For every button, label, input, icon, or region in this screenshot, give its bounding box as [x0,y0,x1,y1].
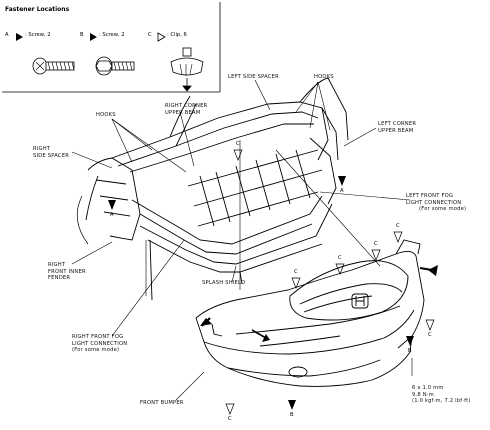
marker-label-c-5: C [396,223,400,229]
marker-label-b-bottom: B [290,412,294,418]
legend-key-b: B [80,32,84,38]
label-splash-shield: SPLASH SHIELD [202,280,246,286]
legend-arrow-c-icon [157,32,166,42]
splash-shield-shape [139,203,333,301]
legend-desc-a: : Screw, 2 [25,32,51,38]
label-torque-spec: 6 x 1.0 mm 9.8 N·m (1.0 kgf·m, 7.2 lbf·f… [412,385,471,405]
legend-desc-c: : Clip, 6 [167,32,187,38]
legend-desc-b: : Screw, 2 [99,32,125,38]
label-left-front-fog: LEFT FRONT FOG LIGHT CONNECTION [406,193,462,206]
marker-label-c-2: C [294,269,298,275]
marker-label-c-6: C [228,416,232,422]
marker-label-a-left: A [340,188,344,194]
legend-key-c: C [148,32,152,38]
label-left-front-fog-note: (For some mode) [419,206,467,212]
marker-label-c-4: C [374,241,378,247]
marker-arrows [108,149,438,415]
legend-frame [2,2,221,93]
legend-key-a: A [5,32,9,38]
upper-beam-assembly [76,77,349,255]
marker-b-right-icon [406,336,414,346]
label-hooks-left: HOOKS [96,112,116,118]
label-right-side-spacer: RIGHT SIDE SPACER [33,146,69,159]
marker-a-left-icon [338,176,346,186]
marker-label-a-right: A [110,212,114,218]
label-right-front-inner-fender: RIGHT FRONT INNER FENDER [48,262,86,282]
marker-a-right-icon [108,200,116,210]
legend-arrow-b-icon [90,33,97,41]
screw-a-icon [32,57,75,75]
label-right-corner-upper-beam: RIGHT CORNER UPPER BEAM [165,103,208,116]
label-left-side-spacer: LEFT SIDE SPACER [228,74,279,80]
clip-c-icon [170,47,204,92]
legend-title: Fastener Locations [5,6,70,13]
marker-label-c-3: C [338,255,342,261]
label-right-front-fog-note: (For some mode) [72,347,120,353]
label-right-front-fog: RIGHT FRONT FOG LIGHT CONNECTION [72,334,128,347]
label-hooks-top: HOOKS [314,74,334,80]
marker-b-bottom-icon [288,400,296,410]
label-left-corner-upper-beam: LEFT CORNER UPPER BEAM [378,121,417,134]
label-front-bumper: FRONT BUMPER [140,400,184,406]
leader-lines [71,79,413,401]
screw-b-icon [95,56,135,76]
marker-label-c-7: C [428,332,432,338]
front-bumper-shape [195,239,425,387]
marker-label-c-1: C [236,141,240,147]
marker-label-b-right: B [408,348,412,354]
legend-arrow-a-icon [16,33,23,41]
